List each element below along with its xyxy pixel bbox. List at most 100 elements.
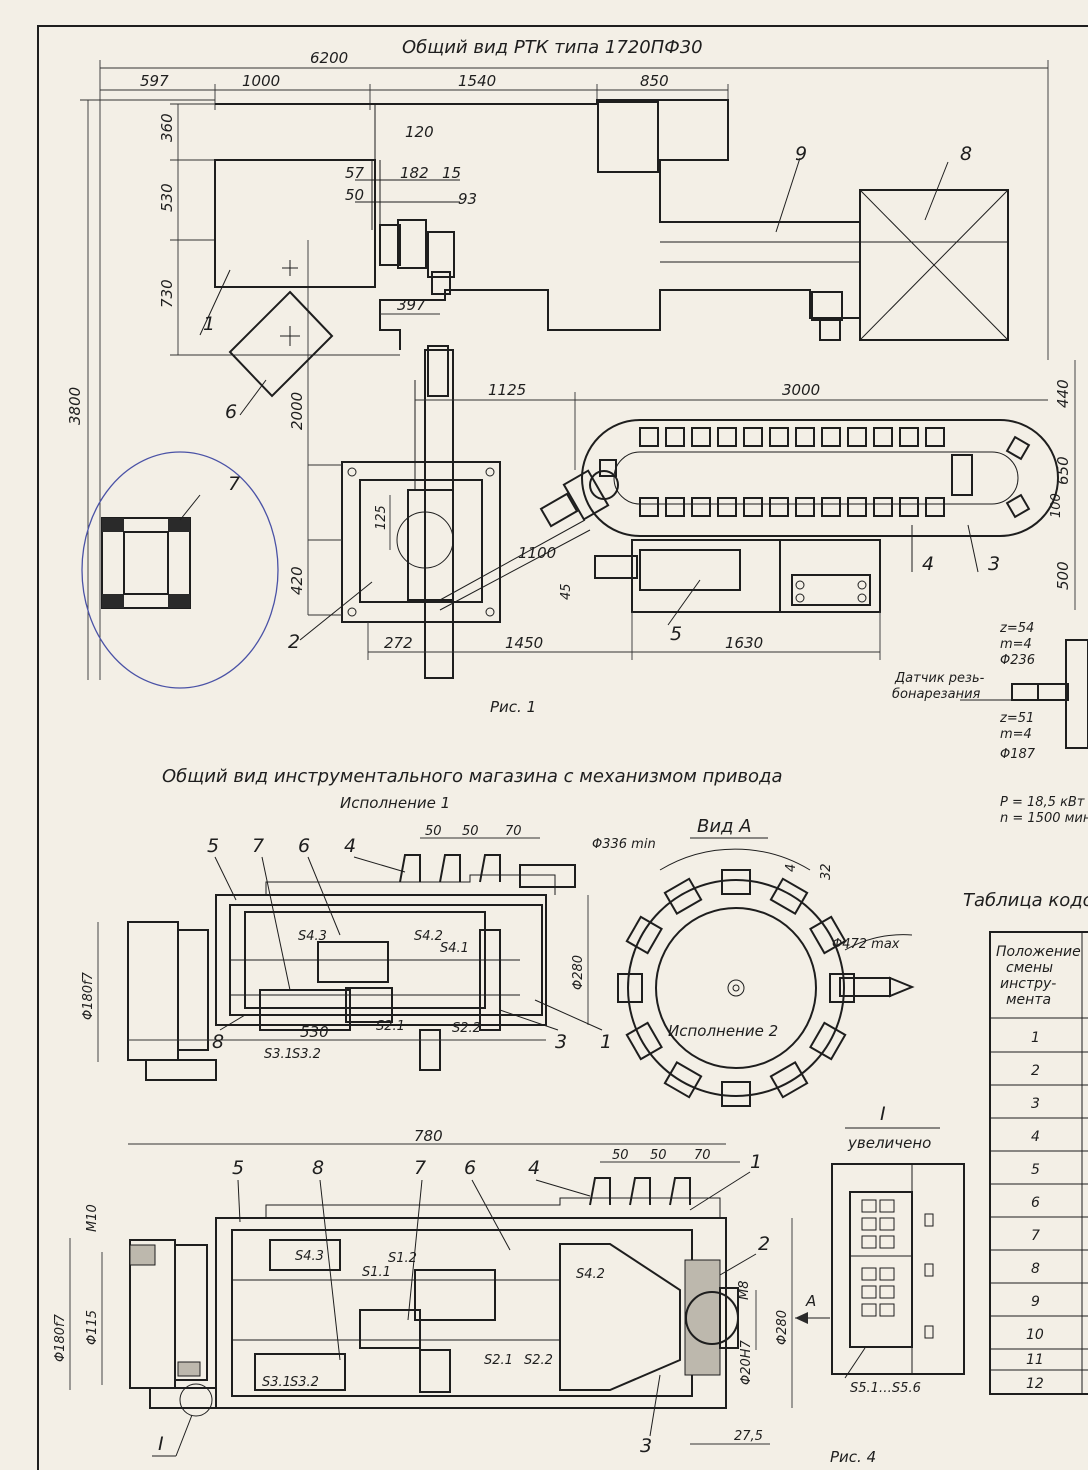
detail-label: увеличено	[847, 1134, 931, 1152]
dim-120: 120	[405, 123, 434, 141]
dim-27-5: 27,5	[734, 1429, 763, 1444]
dim-182: 182	[400, 164, 429, 182]
code-table-row: 10	[1026, 1327, 1044, 1343]
drive-phi2: Φ187	[1000, 747, 1036, 762]
dim-360: 360	[158, 113, 176, 142]
dim-15: 15	[442, 164, 461, 182]
code-table-row: 12	[1026, 1376, 1044, 1392]
switch-s31-b: S3.1	[262, 1375, 291, 1390]
fig1-caption: Рис. 1	[490, 698, 536, 716]
e2-pos-1: 1	[750, 1151, 762, 1173]
e1-pos-6: 6	[298, 835, 310, 857]
dim-70-a: 70	[505, 824, 522, 839]
pos-2: 2	[288, 631, 300, 653]
dim-phi180-a: Φ180f7	[81, 971, 96, 1020]
pos-7: 7	[228, 473, 240, 495]
detail-marker: I	[158, 1433, 164, 1455]
switch-s43-b: S4.3	[295, 1249, 324, 1264]
drive-phi1: Φ236	[1000, 653, 1035, 668]
drive-z1: z=54	[999, 621, 1034, 636]
drive-power: P = 18,5 кВт	[1000, 795, 1085, 810]
e1-pos-3: 3	[555, 1031, 567, 1053]
drive-speed: n = 1500 мин	[1000, 811, 1088, 826]
dim-597: 597	[140, 72, 169, 90]
dim-phi20: Φ20H7	[739, 1339, 754, 1385]
code-table-row: 1	[1031, 1030, 1040, 1046]
dim-phi115: Φ115	[85, 1310, 100, 1345]
fig4-execution-1: Исполнение 1	[340, 794, 450, 812]
dim-1450: 1450	[505, 634, 543, 652]
dim-125: 125	[374, 505, 389, 530]
code-table-title: Таблица кодо	[963, 890, 1088, 911]
dim-1000: 1000	[242, 72, 280, 90]
switch-s11: S1.1	[362, 1265, 391, 1280]
dim-397: 397	[397, 296, 426, 314]
code-table-row: 3	[1031, 1096, 1040, 1112]
code-table-header-4: мента	[1006, 992, 1051, 1008]
dim-57: 57	[345, 164, 365, 182]
dim-phi280-b: Φ280	[775, 1310, 790, 1345]
dim-1100: 1100	[518, 544, 556, 562]
switch-s12: S1.2	[388, 1251, 417, 1266]
dim-1540: 1540	[458, 72, 496, 90]
figure-1-rtk-layout: Общий вид РТК типа 1720ПФ30 6200 597 100…	[66, 37, 1076, 716]
dim-6200: 6200	[310, 49, 348, 67]
dim-440: 440	[1054, 379, 1072, 408]
dim-93: 93	[458, 190, 477, 208]
pos-3: 3	[988, 553, 1000, 575]
switch-s31-a: S3.1	[264, 1047, 293, 1062]
dim-32: 32	[819, 863, 834, 880]
fig4-execution-2: Исполнение 2	[668, 1022, 778, 1040]
switch-s5: S5.1…S5.6	[850, 1381, 921, 1396]
drive-sensor-line2: бонарезания	[892, 687, 981, 702]
drive-m2: m=4	[1000, 727, 1032, 742]
drive-m1: m=4	[1000, 637, 1032, 652]
code-table-row: 9	[1031, 1294, 1040, 1310]
dim-780: 780	[414, 1127, 443, 1145]
fig4-title: Общий вид инструментального магазина с м…	[162, 766, 783, 787]
arrow-a: A	[805, 1292, 816, 1310]
dim-650: 650	[1054, 456, 1072, 485]
dim-420: 420	[288, 566, 306, 595]
pos-6: 6	[225, 401, 237, 423]
blue-pen-circle	[81, 451, 279, 689]
dim-4: 4	[784, 864, 799, 872]
dim-2000: 2000	[288, 392, 306, 430]
dim-3800: 3800	[66, 387, 84, 425]
dim-phi180-b: Φ180f7	[53, 1313, 68, 1362]
sheet-frame	[37, 25, 1088, 1470]
fig4-caption: Рис. 4	[830, 1448, 876, 1466]
dim-1125: 1125	[488, 381, 526, 399]
switch-s22-a: S2.2	[452, 1021, 481, 1036]
e2-pos-2: 2	[758, 1233, 770, 1255]
switch-s22-b: S2.2	[524, 1353, 553, 1368]
code-table-row: 4	[1031, 1129, 1040, 1145]
dim-50: 50	[345, 186, 364, 204]
e2-pos-5: 5	[232, 1157, 244, 1179]
pos-8: 8	[960, 143, 972, 165]
dim-50-b: 50	[462, 824, 479, 839]
dim-100: 100	[1049, 493, 1064, 518]
code-table-header-3: инстру-	[1000, 976, 1056, 992]
dim-50-d: 50	[650, 1148, 667, 1163]
pos-1: 1	[203, 313, 215, 335]
dim-730: 730	[158, 279, 176, 308]
e2-pos-3: 3	[640, 1435, 652, 1457]
pos-5: 5	[670, 623, 682, 645]
e2-pos-6: 6	[464, 1157, 476, 1179]
dim-850: 850	[640, 72, 669, 90]
dim-phi280-a: Φ280	[571, 955, 586, 990]
code-table-row: 11	[1026, 1352, 1044, 1368]
switch-s32-a: S3.2	[292, 1047, 321, 1062]
dim-272: 272	[384, 634, 413, 652]
detail-number: I	[880, 1103, 886, 1125]
e1-pos-4: 4	[344, 835, 356, 857]
e1-pos-1: 1	[600, 1031, 612, 1053]
switch-s41: S4.1	[440, 941, 469, 956]
pos-4: 4	[922, 553, 934, 575]
code-table-row: 8	[1031, 1261, 1040, 1277]
dim-50-c: 50	[612, 1148, 629, 1163]
code-table-header-2: смены	[1006, 960, 1053, 976]
dim-m10: M10	[85, 1204, 100, 1232]
switch-s21-a: S2.1	[376, 1019, 405, 1034]
